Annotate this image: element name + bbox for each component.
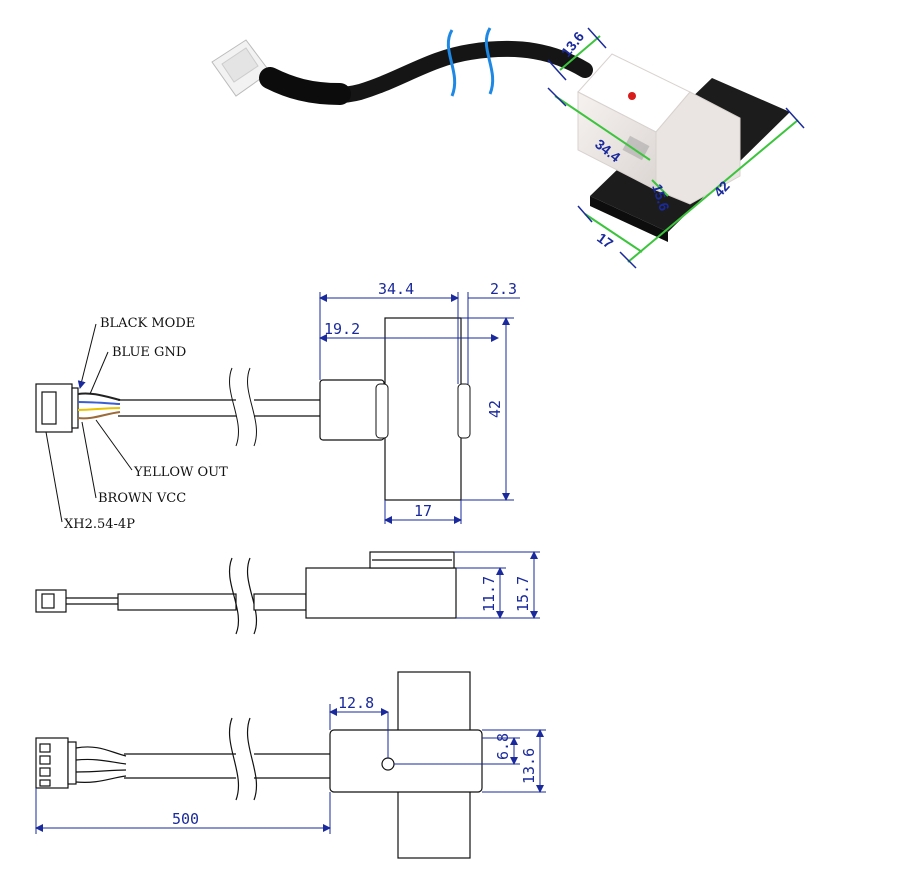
cable-break-mark — [446, 29, 457, 97]
side-view — [35, 551, 457, 635]
side-dim-body: 11.7 — [480, 576, 498, 612]
top-dim-center: 19.2 — [324, 320, 360, 338]
front-dim-hole: 6.8 — [494, 733, 512, 760]
top-view-wires — [77, 392, 121, 420]
connector-label: XH2.54-4P — [64, 517, 135, 532]
photo-dimensions — [554, 35, 799, 263]
indicator-led-icon — [628, 92, 636, 100]
front-dim-center: 12.8 — [338, 694, 374, 712]
top-view-cable-boot — [319, 379, 385, 441]
front-view-body — [329, 729, 483, 793]
front-view — [35, 671, 483, 859]
top-view-plate — [384, 317, 462, 501]
top-dim-body-length: 34.4 — [378, 280, 414, 298]
front-dim-cable: 500 — [172, 810, 199, 828]
front-dim-height: 13.6 — [520, 748, 538, 784]
wire-label-yellow: YELLOW OUT — [133, 465, 228, 480]
top-view-connector — [35, 383, 79, 433]
photo-cable-sleeve — [259, 67, 351, 105]
top-dim-offset: 2.3 — [490, 280, 517, 298]
wire-label-blue: BLUE GND — [112, 345, 186, 360]
side-view-body — [305, 567, 457, 619]
cable-break-mark — [484, 27, 495, 95]
top-dim-width: 17 — [414, 502, 432, 520]
wire-label-brown: BROWN VCC — [98, 491, 186, 506]
top-dim-height: 42 — [486, 400, 504, 418]
top-view: 34.4 2.3 19.2 42 17 BLACK MODE BLUE GND … — [35, 280, 520, 532]
side-dim-total: 15.7 — [514, 576, 532, 612]
wire-label-black: BLACK MODE — [100, 316, 195, 331]
photo-connector — [211, 39, 271, 97]
front-view-hole — [381, 757, 395, 771]
photo-sensor-body — [577, 53, 741, 205]
product-photo: 13.6 34.4 15.6 17 42 — [211, 27, 805, 269]
side-view-connector — [35, 589, 67, 613]
